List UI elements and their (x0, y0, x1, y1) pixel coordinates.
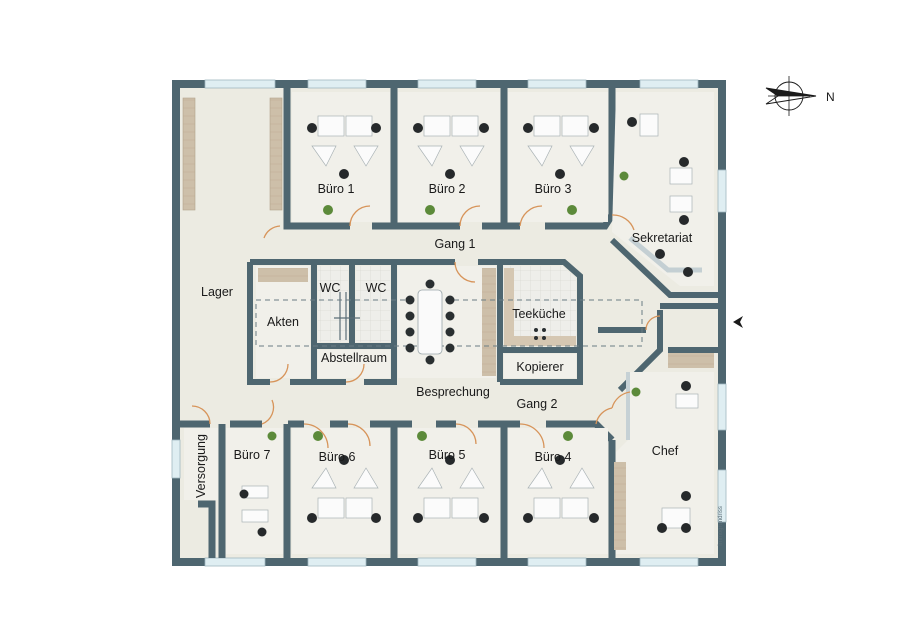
label-buero4: Büro 4 (535, 450, 572, 464)
top-office-walls (283, 88, 643, 230)
label-buero5: Büro 5 (429, 448, 466, 462)
label-wc-1: WC (320, 281, 341, 295)
label-gang2: Gang 2 (516, 397, 557, 411)
doors (191, 205, 661, 449)
compass-icon (765, 76, 817, 116)
label-versorgung: Versorgung (194, 434, 208, 498)
label-kopierer: Kopierer (516, 360, 563, 374)
meeting-table (405, 279, 455, 365)
top-office-floors (292, 92, 608, 222)
label-besprechung: Besprechung (416, 385, 490, 399)
entrance-arrow-icon (733, 316, 743, 328)
chairs (239, 117, 693, 537)
label-chef: Chef (652, 444, 679, 458)
bottom-office-floors (184, 428, 608, 554)
label-lager: Lager (201, 285, 233, 299)
label-buero2: Büro 2 (429, 182, 466, 196)
core-floors (256, 266, 576, 378)
entrance-walls (660, 303, 718, 353)
label-gang1: Gang 1 (434, 237, 475, 251)
plants (267, 171, 641, 441)
compass-label: N (826, 90, 835, 104)
label-wc-2: WC (366, 281, 387, 295)
lager-shelves (182, 97, 283, 211)
label-buero6: Büro 6 (319, 450, 356, 464)
label-akten: Akten (267, 315, 299, 329)
windows (171, 79, 727, 567)
kitchen-stove (534, 328, 546, 340)
label-buero7: Büro 7 (234, 448, 271, 462)
label-teekueche: Teeküche (512, 307, 566, 321)
label-buero3: Büro 3 (535, 182, 572, 196)
label-sekretariat: Sekretariat (632, 231, 693, 245)
desks (241, 113, 699, 529)
label-abstellraum: Abstellraum (321, 351, 387, 365)
watermark-text: Immogrundriss (718, 506, 724, 546)
label-buero1: Büro 1 (318, 182, 355, 196)
